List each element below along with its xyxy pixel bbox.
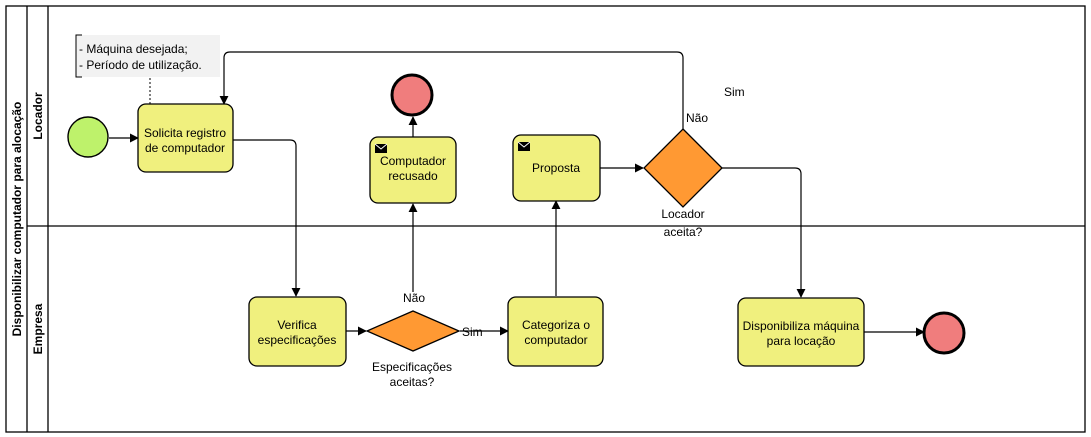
gateway-diamond [643, 128, 723, 208]
flow-gateway-yes-to-disponibiliza [722, 167, 806, 298]
task-solicita-registro: Solicita registro de computador [137, 103, 234, 173]
task-label-line-1: Categoriza o [522, 318, 590, 332]
flow-solicita-to-verifica [233, 139, 301, 297]
gateway-label-line-1: Locador [661, 207, 704, 221]
task-label-line-2: computador [524, 333, 587, 347]
task-box [737, 297, 865, 367]
gateway-label-line-2: aceita? [664, 225, 703, 239]
task-computador-recusado: Computador recusado [369, 136, 457, 204]
start-event [67, 116, 109, 158]
task-box [369, 136, 457, 204]
annotation-line-2: - Período de utilização. [79, 58, 202, 72]
flow-gateway-no-to-solicita [219, 51, 684, 129]
task-proposta: Proposta [512, 134, 601, 202]
gateway-locador-aceita: Locador aceita? Não Sim [643, 85, 745, 239]
gateway-label-line-1: Especificações [372, 360, 452, 374]
gateway-yes-label: Sim [724, 85, 745, 99]
task-verifica-especificacoes: Verifica especificações [248, 296, 347, 367]
task-box [137, 103, 234, 173]
lane-label-locador: Locador [31, 92, 45, 140]
text-annotation: - Máquina desejada; - Período de utiliza… [75, 34, 220, 104]
annotation-bracket [75, 34, 82, 78]
task-label-line-1: Computador [380, 154, 446, 168]
gateway-label-line-2: aceitas? [390, 375, 435, 389]
gateway-no-label: Não [686, 111, 708, 125]
task-label-line-2: recusado [388, 169, 438, 183]
end-event-recusado [390, 73, 434, 117]
task-categoriza-computador: Categoriza o computador [507, 296, 604, 367]
pool-label: Disponibilizar computador para alocação [10, 102, 24, 337]
task-label-line-2: para locação [767, 334, 836, 348]
annotation-line-1: - Máquina desejada; [79, 42, 188, 56]
task-label-line-1: Proposta [532, 161, 580, 175]
task-label-line-2: especificações [258, 333, 337, 347]
task-box [512, 134, 601, 202]
gateway-yes-label: Sim [462, 325, 483, 339]
task-label-line-2: de computador [145, 141, 225, 155]
lane-label-empresa: Empresa [31, 303, 45, 354]
message-envelope-icon [517, 141, 531, 151]
message-envelope-icon [374, 143, 388, 153]
task-label-line-1: Verifica [277, 318, 317, 332]
gateway-especificacoes-aceitas: Especificações aceitas? Não Sim [365, 291, 483, 389]
task-label-line-1: Disponibiliza máquina [743, 319, 860, 333]
sequence-flows [109, 51, 925, 337]
task-label-line-1: Solicita registro [144, 126, 226, 140]
task-box [507, 296, 604, 367]
gateway-diamond [365, 310, 461, 352]
gateway-no-label: Não [403, 291, 425, 305]
end-event-disponibilizado [922, 311, 966, 355]
annotation-background [76, 35, 220, 77]
task-box [248, 296, 347, 367]
task-disponibiliza-maquina: Disponibiliza máquina para locação [737, 297, 865, 367]
